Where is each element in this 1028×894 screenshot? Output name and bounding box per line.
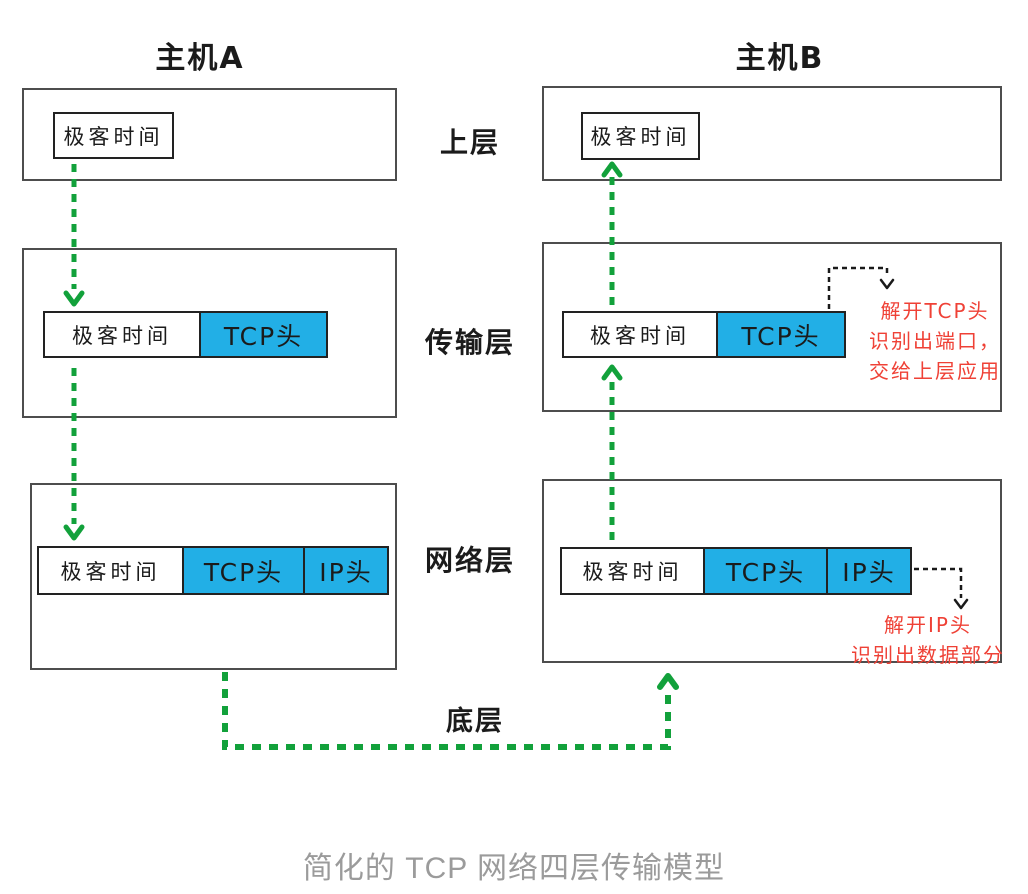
diagram-caption: 简化的 TCP 网络四层传输模型 — [302, 852, 726, 885]
host-b-upper-payload-box: 极客时间 — [581, 112, 700, 160]
host-b-title: 主机B — [735, 41, 825, 76]
layer-label-transport: 传输层 — [424, 326, 515, 359]
host-a-network-tcp-header-segment: TCP头 — [182, 546, 305, 595]
annotation-line: 识别出端口， — [869, 329, 1001, 353]
annotation-line: 识别出数据部分 — [851, 643, 1005, 667]
layer-label-bottom: 底层 — [446, 706, 504, 737]
annotation-tcp-unpack: 解开TCP头 识别出端口， 交给上层应用 — [860, 296, 1010, 386]
host-a-transport-tcp-header-segment: TCP头 — [199, 311, 328, 358]
host-a-title: 主机A — [155, 41, 245, 76]
layer-label-network: 网络层 — [424, 544, 515, 577]
layer-label-upper: 上层 — [439, 126, 500, 159]
annotation-line: 解开IP头 — [884, 613, 972, 637]
host-b-transport-tcp-header-segment: TCP头 — [716, 311, 846, 358]
host-a-network-payload-segment: 极客时间 — [37, 546, 184, 595]
annotation-line: 解开TCP头 — [880, 299, 990, 323]
annotation-ip-unpack: 解开IP头 识别出数据部分 — [848, 610, 1008, 670]
host-b-transport-payload-segment: 极客时间 — [562, 311, 718, 358]
annotation-line: 交给上层应用 — [869, 359, 1001, 383]
host-b-network-ip-header-segment: IP头 — [826, 547, 912, 595]
host-b-network-payload-segment: 极客时间 — [560, 547, 705, 595]
host-a-transport-payload-segment: 极客时间 — [43, 311, 201, 358]
host-a-network-ip-header-segment: IP头 — [303, 546, 389, 595]
host-b-network-tcp-header-segment: TCP头 — [703, 547, 828, 595]
host-a-upper-payload-box: 极客时间 — [53, 112, 174, 159]
